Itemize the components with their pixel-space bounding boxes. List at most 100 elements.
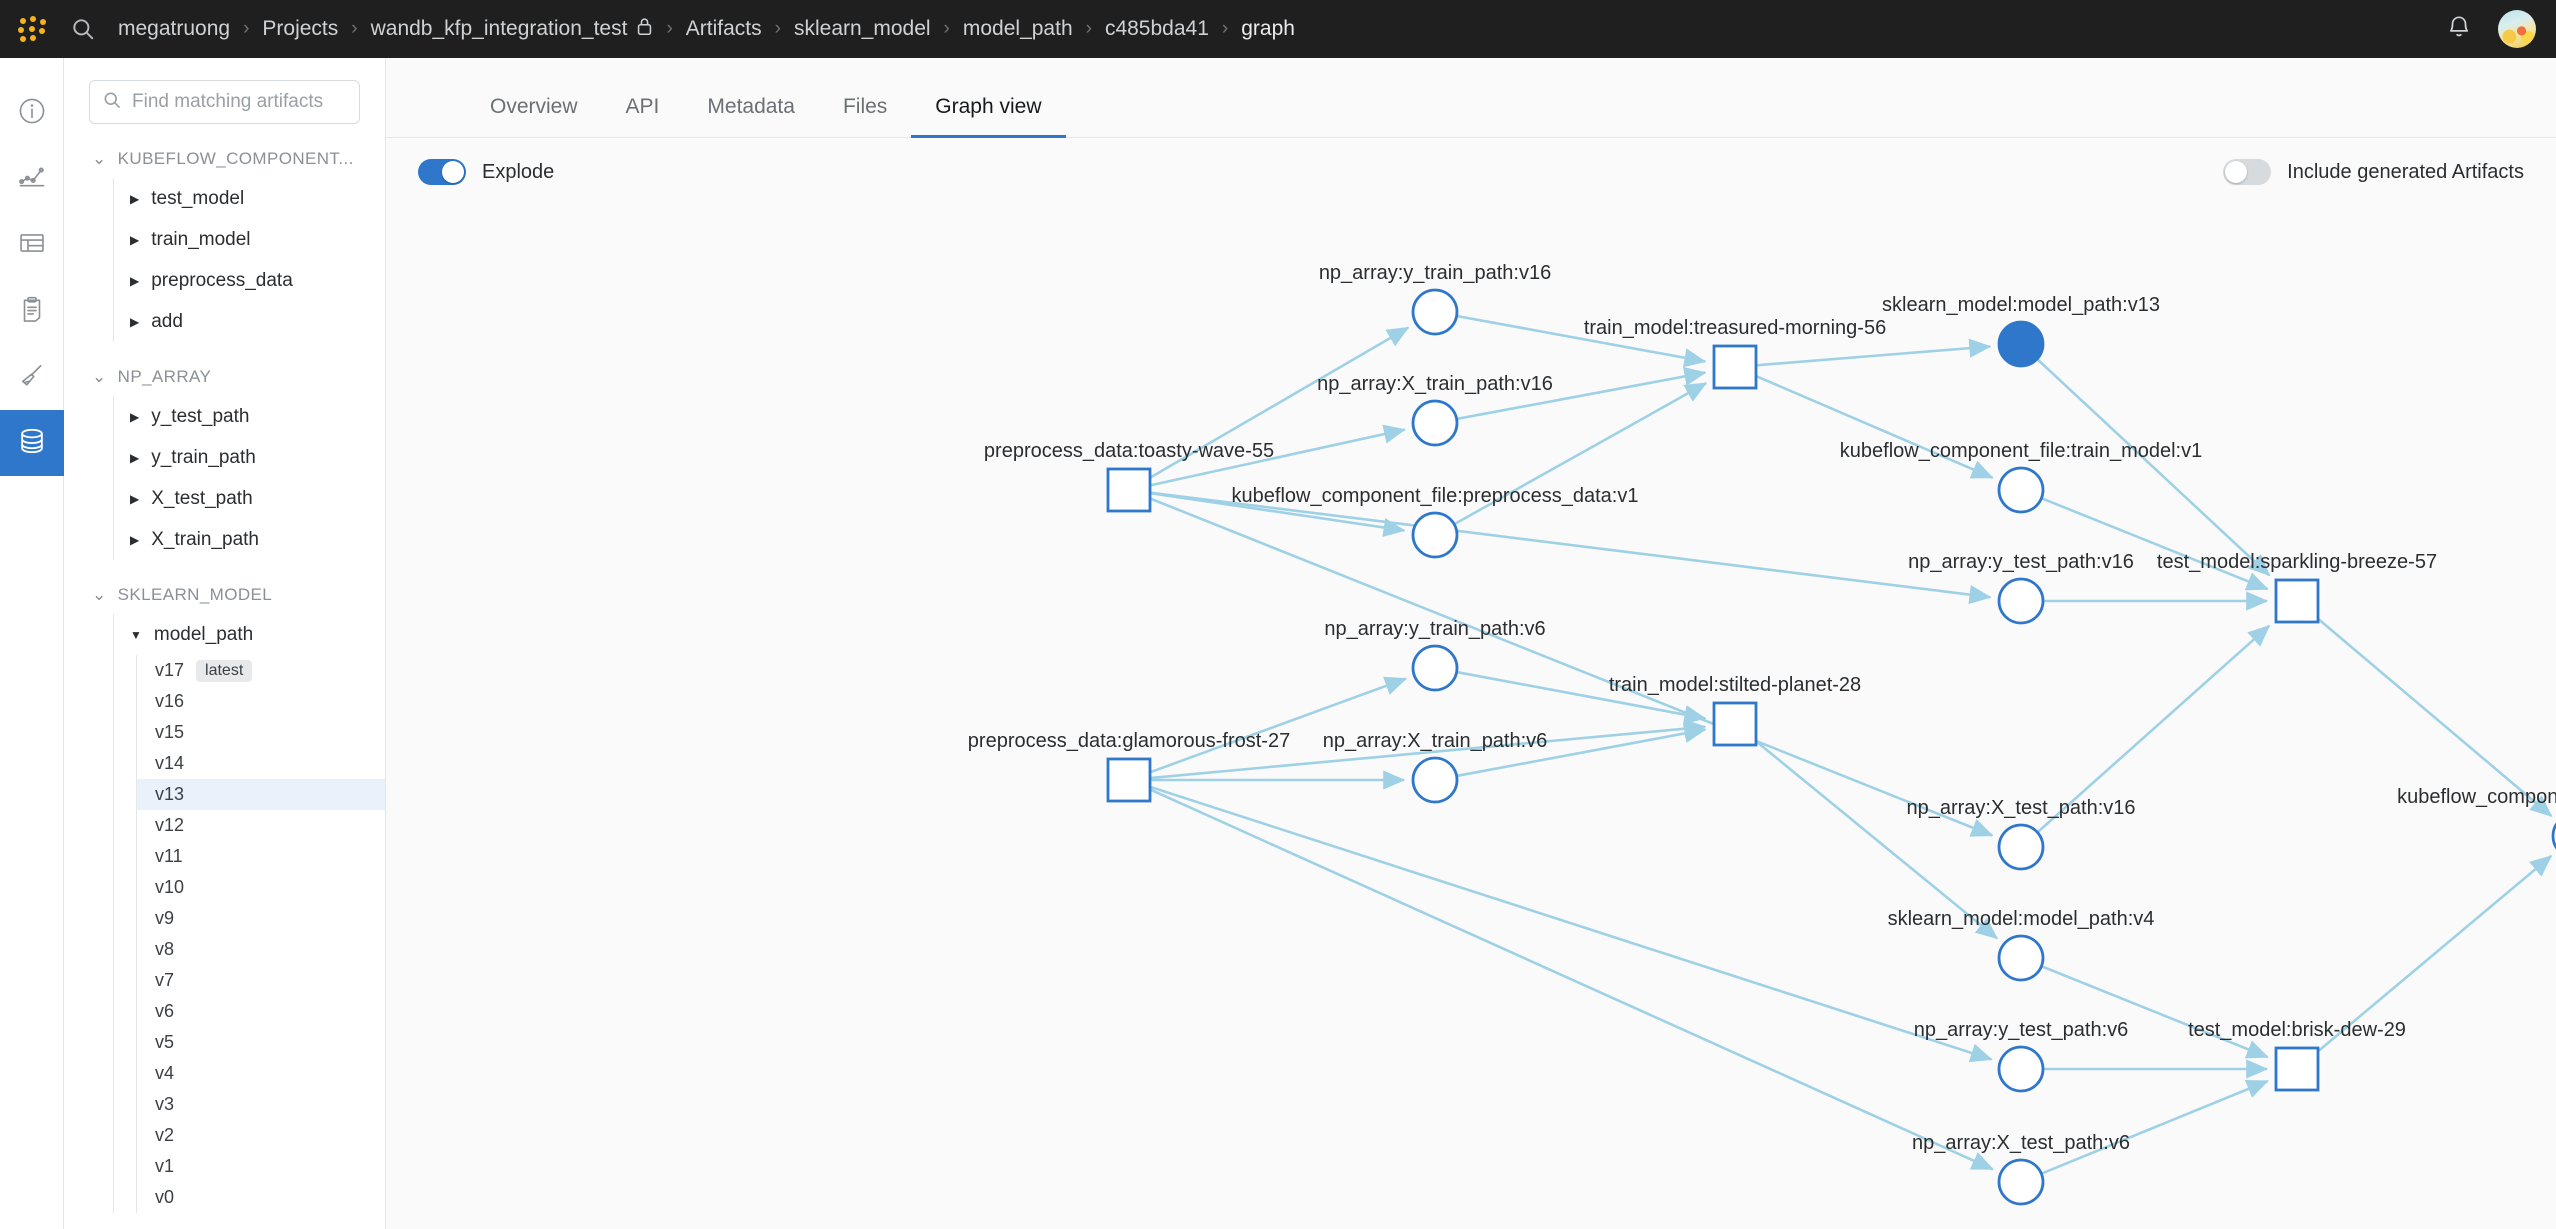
breadcrumb-item-4[interactable]: sklearn_model: [793, 17, 931, 40]
version-item-v13[interactable]: v13: [137, 779, 385, 810]
graph-edge: [1755, 338, 1992, 367]
graph-node-circle[interactable]: [1997, 577, 2045, 625]
rail-item-table[interactable]: [0, 212, 64, 278]
sidebar-item-y-test-path[interactable]: ▶ y_test_path: [114, 396, 385, 437]
graph-node-circle[interactable]: [1997, 1045, 2045, 1093]
graph-node-circle[interactable]: [1997, 934, 2045, 982]
sidebar-item-add[interactable]: ▶ add: [114, 301, 385, 342]
artifact-search-box[interactable]: [89, 80, 360, 124]
graph-node-square[interactable]: [2274, 578, 2320, 624]
sidebar-group-sklearn-model[interactable]: ⌄ SKLEARN_MODEL: [64, 576, 385, 614]
graph-edge: [1149, 788, 1994, 1171]
version-item-v17[interactable]: v17 latest: [137, 655, 385, 686]
waffle-menu-icon[interactable]: [18, 16, 48, 42]
graph-edge: [1456, 314, 1707, 368]
tab-files[interactable]: Files: [842, 95, 888, 118]
version-item-v14[interactable]: v14: [137, 748, 385, 779]
include-generated-toggle[interactable]: [2223, 159, 2272, 185]
sidebar-group-np-array[interactable]: ⌄ NP_ARRAY: [64, 358, 385, 396]
graph-node-label: kubeflow_component_file:preprocess_data:…: [1231, 485, 1639, 507]
graph-node-circle[interactable]: [1997, 466, 2045, 514]
left-icon-rail: [0, 58, 64, 1229]
version-item-v15[interactable]: v15: [137, 717, 385, 748]
graph-node-square[interactable]: [1712, 701, 1758, 747]
sidebar-item-x-train-path[interactable]: ▶ X_train_path: [114, 519, 385, 560]
breadcrumb-item-2[interactable]: wandb_kfp_integration_test: [371, 17, 654, 42]
version-item-v12[interactable]: v12: [137, 810, 385, 841]
graph-node-label: np_array:y_train_path:v16: [1318, 262, 1552, 284]
graph-node-label: np_array:X_test_path:v16: [1906, 797, 2136, 819]
sidebar-item-model-path[interactable]: ▼ model_path: [114, 614, 385, 655]
breadcrumb-item-6[interactable]: c485bda41: [1104, 17, 1209, 40]
version-item-v3[interactable]: v3: [137, 1089, 385, 1120]
breadcrumb-item-3[interactable]: Artifacts: [685, 17, 762, 40]
version-item-v16[interactable]: v16: [137, 686, 385, 717]
chevron-right-icon: ▶: [130, 314, 140, 329]
search-icon[interactable]: [70, 16, 96, 42]
explode-toggle-group[interactable]: Explode: [418, 159, 554, 185]
lock-icon: [636, 17, 653, 42]
version-item-v1[interactable]: v1: [137, 1151, 385, 1182]
search-input[interactable]: [132, 91, 347, 113]
graph-node-circle[interactable]: [1411, 756, 1459, 804]
chevron-right-icon: ▶: [130, 450, 140, 465]
version-item-v8[interactable]: v8: [137, 934, 385, 965]
version-item-v9[interactable]: v9: [137, 903, 385, 934]
graph-node-square[interactable]: [1106, 467, 1152, 513]
graph-node-square[interactable]: [1106, 757, 1152, 803]
version-item-v10[interactable]: v10: [137, 872, 385, 903]
graph-node-circle[interactable]: [1997, 1158, 2045, 1206]
version-item-v7[interactable]: v7: [137, 965, 385, 996]
graph-node-circle[interactable]: [1411, 511, 1459, 559]
tab-metadata[interactable]: Metadata: [707, 95, 795, 118]
version-item-v4[interactable]: v4: [137, 1058, 385, 1089]
version-item-v11[interactable]: v11: [137, 841, 385, 872]
tab-graph-view[interactable]: Graph view: [911, 95, 1066, 138]
tab-bar: Overview API Metadata Files Graph view: [386, 58, 2556, 138]
rail-item-charts[interactable]: [0, 146, 64, 212]
graph-node-circle[interactable]: [1997, 823, 2045, 871]
chevron-down-icon: ⌄: [92, 585, 107, 604]
sidebar-item-label: model_path: [153, 623, 254, 645]
rail-item-info[interactable]: [0, 80, 64, 146]
breadcrumb-item-1[interactable]: Projects: [262, 17, 339, 40]
graph-node-circle-selected[interactable]: [1997, 320, 2045, 368]
graph-node-label: test_model:sparkling-breeze-57: [2156, 551, 2438, 573]
version-list: v17 latest v16 v15 v14 v13 v12 v11 v10 v…: [136, 655, 385, 1213]
rail-item-reports[interactable]: [0, 278, 64, 344]
tab-api[interactable]: API: [625, 95, 660, 118]
tab-overview[interactable]: Overview: [490, 95, 578, 118]
graph-node-circle[interactable]: [2551, 814, 2556, 858]
version-label: v17: [155, 660, 185, 680]
breadcrumb-item-7[interactable]: graph: [1241, 17, 1295, 40]
graph-node-square[interactable]: [1712, 344, 1758, 390]
version-item-v2[interactable]: v2: [137, 1120, 385, 1151]
version-item-v5[interactable]: v5: [137, 1027, 385, 1058]
sidebar-group-kubeflow-component[interactable]: ⌄ KUBEFLOW_COMPONENT...: [64, 140, 385, 178]
explode-toggle[interactable]: [418, 159, 466, 185]
include-generated-label: Include generated Artifacts: [2287, 160, 2524, 183]
version-item-v0[interactable]: v0: [137, 1182, 385, 1213]
rail-item-sweeps[interactable]: [0, 344, 64, 410]
rail-item-artifacts[interactable]: [0, 410, 64, 476]
graph-node-circle[interactable]: [1411, 644, 1459, 692]
sidebar-item-x-test-path[interactable]: ▶ X_test_path: [114, 478, 385, 519]
version-item-v6[interactable]: v6: [137, 996, 385, 1027]
sidebar-item-label: y_train_path: [151, 446, 256, 468]
toggle-knob: [442, 161, 464, 183]
include-generated-toggle-group[interactable]: Include generated Artifacts: [2223, 159, 2524, 185]
sidebar-item-y-train-path[interactable]: ▶ y_train_path: [114, 437, 385, 478]
version-label: v15: [155, 722, 185, 742]
sidebar-item-preprocess-data[interactable]: ▶ preprocess_data: [114, 260, 385, 301]
avatar[interactable]: [2498, 10, 2536, 48]
sidebar-item-train-model[interactable]: ▶ train_model: [114, 219, 385, 260]
graph-node-square[interactable]: [2274, 1046, 2320, 1092]
sidebar-item-test-model[interactable]: ▶ test_model: [114, 178, 385, 219]
notification-bell-icon[interactable]: [2446, 13, 2472, 46]
breadcrumb-item-5[interactable]: model_path: [962, 17, 1073, 40]
breadcrumb-item-0[interactable]: megatruong: [118, 17, 231, 40]
version-alias-badge: latest: [196, 659, 253, 682]
graph-node-circle[interactable]: [1411, 288, 1459, 336]
graph-node-circle[interactable]: [1411, 399, 1459, 447]
